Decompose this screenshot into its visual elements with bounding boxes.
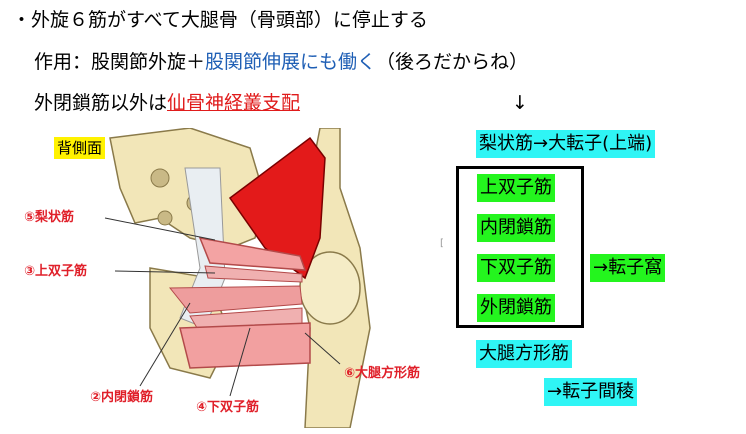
hip-muscle-diagram (104, 128, 371, 428)
gemellus-sup-shape (204, 265, 303, 283)
label-gemellus-sup: ③上双子筋 (24, 264, 88, 279)
leader-line (304, 332, 341, 365)
gluteus-medius-shape (228, 136, 326, 280)
down-arrow: ↓ (512, 92, 528, 114)
action-extension-text: 股関節伸展にも働く (205, 51, 377, 73)
small-mark: [ (440, 238, 444, 249)
group-box (456, 166, 584, 328)
heading: ・外旋６筋がすべて大腿骨（骨頭部）に停止する (12, 9, 428, 31)
leader-line (114, 270, 216, 274)
sacral-foramen (157, 210, 173, 226)
action-suffix: （後ろだからね） (376, 51, 529, 73)
view-label: 背側面 (54, 137, 106, 159)
action-prefix: 作用：股関節外旋＋ (34, 51, 206, 73)
label-obturator-int: ②内閉鎖筋 (90, 390, 154, 405)
nerve-line: 外閉鎖筋以外は仙骨神経叢支配 (34, 91, 300, 115)
leader-line (139, 302, 191, 387)
insertion-group-item: 外閉鎖筋 (477, 294, 555, 322)
insertion-group-item: 上双子筋 (477, 174, 555, 202)
piriformis-shape (198, 237, 307, 271)
action-line: 作用：股関節外旋＋股関節伸展にも働く（後ろだからね） (34, 50, 528, 74)
nerve-sacral-plexus-text: 仙骨神経叢支配 (167, 92, 301, 114)
label-gemellus-inf: ④下双子筋 (196, 400, 260, 415)
insertion-piriformis: 梨状筋→大転子(上端) (476, 130, 656, 158)
sacral-foramen (150, 168, 170, 188)
label-piriformis: ⑤梨状筋 (24, 210, 75, 225)
insertion-group-arrow: →転子窩 (590, 254, 666, 282)
leader-line (104, 217, 216, 241)
insertion-quadratus-arrow: →転子間稜 (544, 378, 638, 406)
obturator-int-shape (168, 285, 303, 314)
leader-line (229, 327, 251, 397)
insertion-quadratus: 大腿方形筋 (476, 340, 572, 368)
nerve-prefix: 外閉鎖筋以外は (34, 92, 168, 114)
label-quadratus: ⑥大腿方形筋 (344, 366, 421, 381)
insertion-group-item: 下双子筋 (477, 254, 555, 282)
insertion-group-item: 内閉鎖筋 (477, 214, 555, 242)
